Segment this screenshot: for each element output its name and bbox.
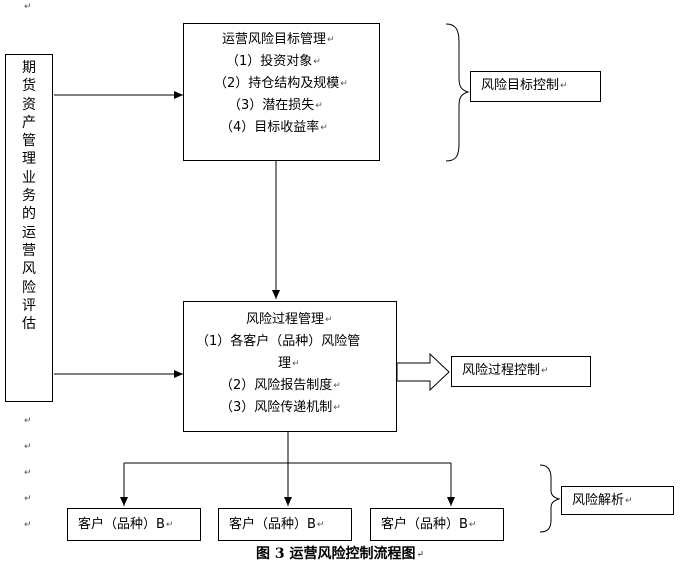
paragraph-mark: ↵ <box>24 494 32 504</box>
goal-management-box: 运营风险目标管理↵ （1）投资对象↵ （2）持仓结构及规模↵ （3）潜在损失↵ … <box>183 23 380 161</box>
process-control-text: 风险过程控制 <box>462 363 541 378</box>
customer-box-3: 客户（品种）B↵ <box>370 508 504 541</box>
vertical-char: 资 <box>22 96 36 113</box>
paragraph-mark: ↵ <box>313 57 321 67</box>
customer-box-2: 客户（品种）B↵ <box>218 508 352 541</box>
paragraph-mark: ↵ <box>292 359 300 369</box>
paragraph-mark: ↵ <box>24 2 32 12</box>
vertical-char: 风 <box>22 261 36 278</box>
process-item-2: （2）风险报告制度 <box>220 378 333 393</box>
vertical-char: 险 <box>22 279 36 296</box>
vertical-char: 理 <box>22 151 36 168</box>
customer-1-text: 客户（品种）B <box>78 517 165 532</box>
paragraph-mark: ↵ <box>24 520 32 530</box>
process-item-1: （1）各客户（品种）风险管 <box>196 334 361 349</box>
paragraph-mark: ↵ <box>625 496 633 506</box>
vertical-char: 务 <box>22 188 36 205</box>
figure-caption-text: 图 3 运营风险控制流程图 <box>255 546 416 562</box>
paragraph-mark: ↵ <box>316 520 325 530</box>
brace-risk-analysis <box>539 464 561 533</box>
paragraph-mark: ↵ <box>468 520 477 530</box>
paragraph-mark: ↵ <box>325 315 333 325</box>
goal-item-3: （3）潜在损失 <box>228 98 315 113</box>
paragraph-mark: ↵ <box>320 123 328 133</box>
vertical-char: 评 <box>22 297 36 314</box>
vertical-char: 货 <box>22 78 36 95</box>
figure-caption: 图 3 运营风险控制流程图↵ <box>0 543 680 563</box>
customer-3-text: 客户（品种）B <box>381 517 468 532</box>
brace-goal-control <box>445 23 470 162</box>
vertical-char: 估 <box>22 316 36 333</box>
vertical-char: 管 <box>22 133 36 150</box>
customer-2-text: 客户（品种）B <box>229 517 316 532</box>
paragraph-mark: ↵ <box>165 520 174 530</box>
goal-item-4: （4）目标收益率 <box>220 120 320 135</box>
paragraph-mark: ↵ <box>333 403 341 413</box>
goal-control-text: 风险目标控制 <box>481 78 560 93</box>
risk-analysis-label: 风险解析↵ <box>561 486 674 515</box>
block-arrow-process-control <box>396 352 450 392</box>
paragraph-mark: ↵ <box>340 79 348 89</box>
paragraph-mark: ↵ <box>541 366 549 376</box>
paragraph-mark: ↵ <box>315 101 323 111</box>
vertical-char: 期 <box>22 60 36 76</box>
risk-analysis-text: 风险解析 <box>572 493 625 508</box>
goal-control-label: 风险目标控制↵ <box>470 71 601 102</box>
risk-assessment-text: 期货资产管理业务的运营风险评估 <box>6 55 52 333</box>
paragraph-mark: ↵ <box>560 81 568 91</box>
paragraph-mark: ↵ <box>416 550 425 560</box>
vertical-char: 的 <box>22 206 36 223</box>
risk-assessment-column: 期货资产管理业务的运营风险评估 <box>5 54 53 402</box>
paragraph-mark: ↵ <box>24 468 32 478</box>
process-management-box: 风险过程管理↵ （1）各客户（品种）风险管 理↵ （2）风险报告制度↵ （3）风… <box>183 301 397 432</box>
paragraph-mark: ↵ <box>24 416 32 426</box>
goal-box-title: 运营风险目标管理 <box>222 32 327 47</box>
process-item-3: （3）风险传递机制 <box>220 400 333 415</box>
process-item-1-cont: 理 <box>278 356 292 371</box>
paragraph-mark: ↵ <box>24 442 32 452</box>
vertical-char: 产 <box>22 114 36 131</box>
vertical-char: 运 <box>22 224 36 241</box>
goal-item-1: （1）投资对象 <box>226 54 313 69</box>
customer-box-1: 客户（品种）B↵ <box>67 508 201 541</box>
process-control-label: 风险过程控制↵ <box>451 356 591 387</box>
paragraph-mark: ↵ <box>327 35 335 45</box>
vertical-char: 业 <box>22 169 36 186</box>
paragraph-mark: ↵ <box>333 381 341 391</box>
vertical-char: 营 <box>22 242 36 259</box>
process-box-title: 风险过程管理 <box>246 312 325 327</box>
goal-item-2: （2）持仓结构及规模 <box>214 76 340 91</box>
